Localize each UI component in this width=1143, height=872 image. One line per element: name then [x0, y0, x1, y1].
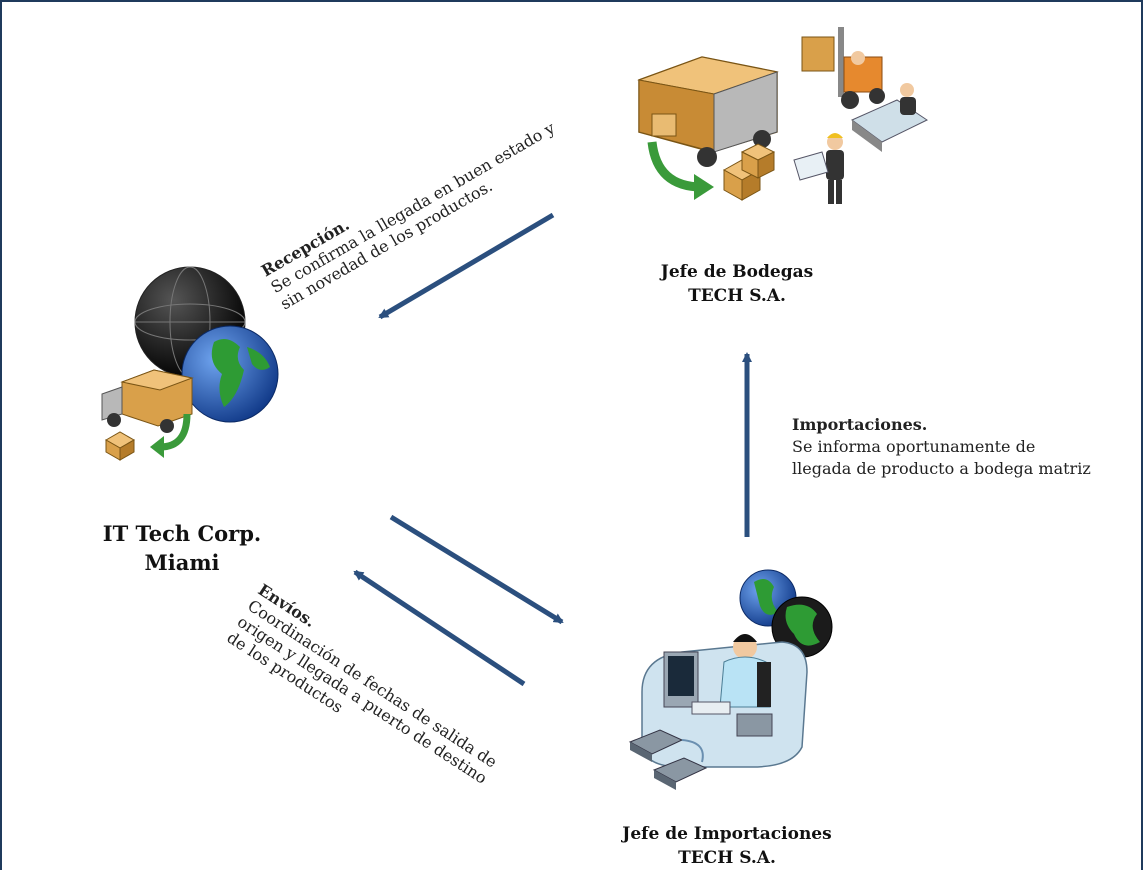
note-importaciones-line2: llegada de producto a bodega matriz: [792, 459, 1091, 478]
delivery-truck-icon: [637, 56, 779, 200]
node-miami-label: IT Tech Corp. Miami: [62, 519, 302, 577]
globe-icon: [134, 266, 279, 423]
node-imports-line2: TECH S.A.: [678, 848, 776, 868]
node-imports-label: Jefe de Importaciones TECH S.A.: [572, 822, 882, 870]
boxes-icon: [722, 143, 776, 201]
office-desk-icon: [641, 634, 808, 768]
node-miami-line1: IT Tech Corp.: [102, 521, 262, 546]
note-importaciones-line1: Se informa oportunamente de: [792, 437, 1036, 456]
note-importaciones: Importaciones. Se informa oportunamente …: [792, 414, 1091, 480]
node-warehouse-line2: TECH S.A.: [688, 286, 786, 306]
arrow-miami-to-imports: [389, 514, 564, 625]
planning-table-icon: [851, 83, 929, 152]
arrow-imports-to-miami: [353, 569, 526, 687]
delivery-truck-icon: [101, 369, 194, 461]
telephone-icon: [628, 729, 708, 790]
node-imports-line1: Jefe de Importaciones: [622, 824, 832, 844]
arrow-warehouse-to-miami: [378, 212, 555, 320]
node-miami-line2: Miami: [144, 550, 220, 575]
node-warehouse-label: Jefe de Bodegas TECH S.A.: [612, 260, 862, 308]
note-importaciones-title: Importaciones.: [792, 415, 928, 434]
node-warehouse-line1: Jefe de Bodegas: [660, 262, 814, 282]
worker-icon: [793, 133, 844, 204]
forklift-icon: [801, 27, 885, 109]
